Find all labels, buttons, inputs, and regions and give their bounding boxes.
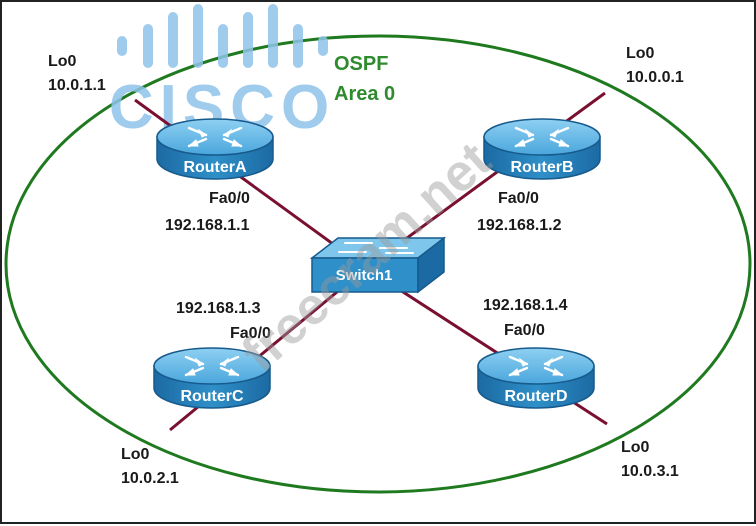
area-id-label: Area 0 xyxy=(334,83,395,105)
router-c-name: RouterC xyxy=(180,388,244,405)
router-b-interface-label: Fa0/0 xyxy=(498,190,539,207)
router-a-interface-label: Fa0/0 xyxy=(209,190,250,207)
router-b-loopback-label: Lo0 xyxy=(626,45,655,62)
area-protocol-label: OSPF xyxy=(334,53,388,75)
router-b-loopback-ip: 10.0.0.1 xyxy=(626,69,684,86)
ospf-area-boundary xyxy=(4,34,752,494)
router-a[interactable]: RouterA xyxy=(155,117,275,181)
router-a-loopback-label: Lo0 xyxy=(48,53,77,70)
router-d-loopback-ip: 10.0.3.1 xyxy=(621,463,679,480)
router-d-interface-label: Fa0/0 xyxy=(504,322,545,339)
router-c-loopback-ip: 10.0.2.1 xyxy=(121,470,179,487)
site-watermark: freecram.net xyxy=(231,131,502,383)
switch1[interactable]: Switch1 xyxy=(309,236,447,294)
router-c[interactable]: RouterC xyxy=(152,346,272,410)
router-b[interactable]: RouterB xyxy=(482,117,602,181)
router-a-name: RouterA xyxy=(183,159,247,176)
switch-icon xyxy=(309,236,447,294)
router-c-interface-label: Fa0/0 xyxy=(230,325,271,342)
router-b-name: RouterB xyxy=(510,159,573,176)
router-d-name: RouterD xyxy=(504,388,567,405)
router-d[interactable]: RouterD xyxy=(476,346,596,410)
router-a-loopback-ip: 10.0.1.1 xyxy=(48,77,106,94)
router-a-interface-ip: 192.168.1.1 xyxy=(165,217,250,234)
router-b-interface-ip: 192.168.1.2 xyxy=(477,217,562,234)
router-c-loopback-label: Lo0 xyxy=(121,446,150,463)
router-d-interface-ip: 192.168.1.4 xyxy=(483,297,568,314)
router-d-loopback-label: Lo0 xyxy=(621,439,650,456)
switch1-name: Switch1 xyxy=(336,267,393,284)
router-c-interface-ip: 192.168.1.3 xyxy=(176,300,261,317)
